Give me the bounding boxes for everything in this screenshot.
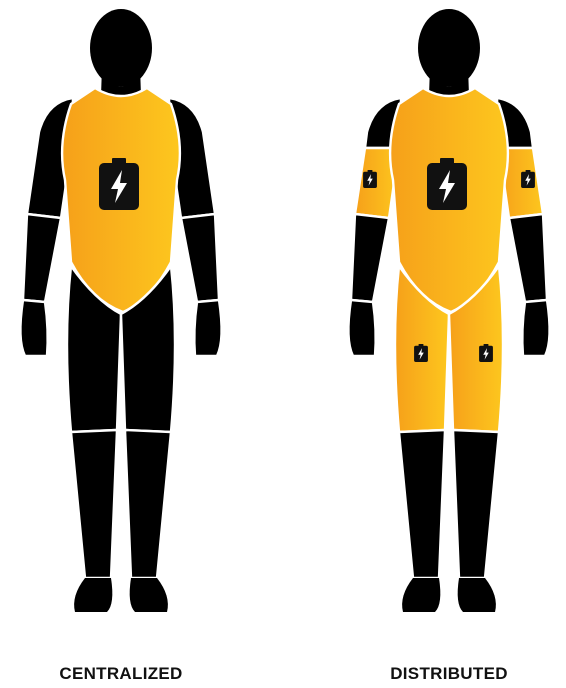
head-neck [418,9,480,96]
distributed-label: DISTRIBUTED [339,664,559,684]
battery-charging-icon [99,158,139,210]
battery-charging-icon [363,170,377,188]
distributed-figure [339,0,559,640]
battery-charging-icon [521,170,535,188]
left-leg [395,266,449,612]
centralized-figure [11,0,231,640]
left-leg [67,266,121,612]
battery-charging-icon [414,344,428,362]
centralized-label: CENTRALIZED [11,664,231,684]
right-leg [121,266,175,612]
right-leg [449,266,503,612]
battery-charging-icon [427,158,467,210]
battery-charging-icon [479,344,493,362]
head-neck [90,9,152,96]
